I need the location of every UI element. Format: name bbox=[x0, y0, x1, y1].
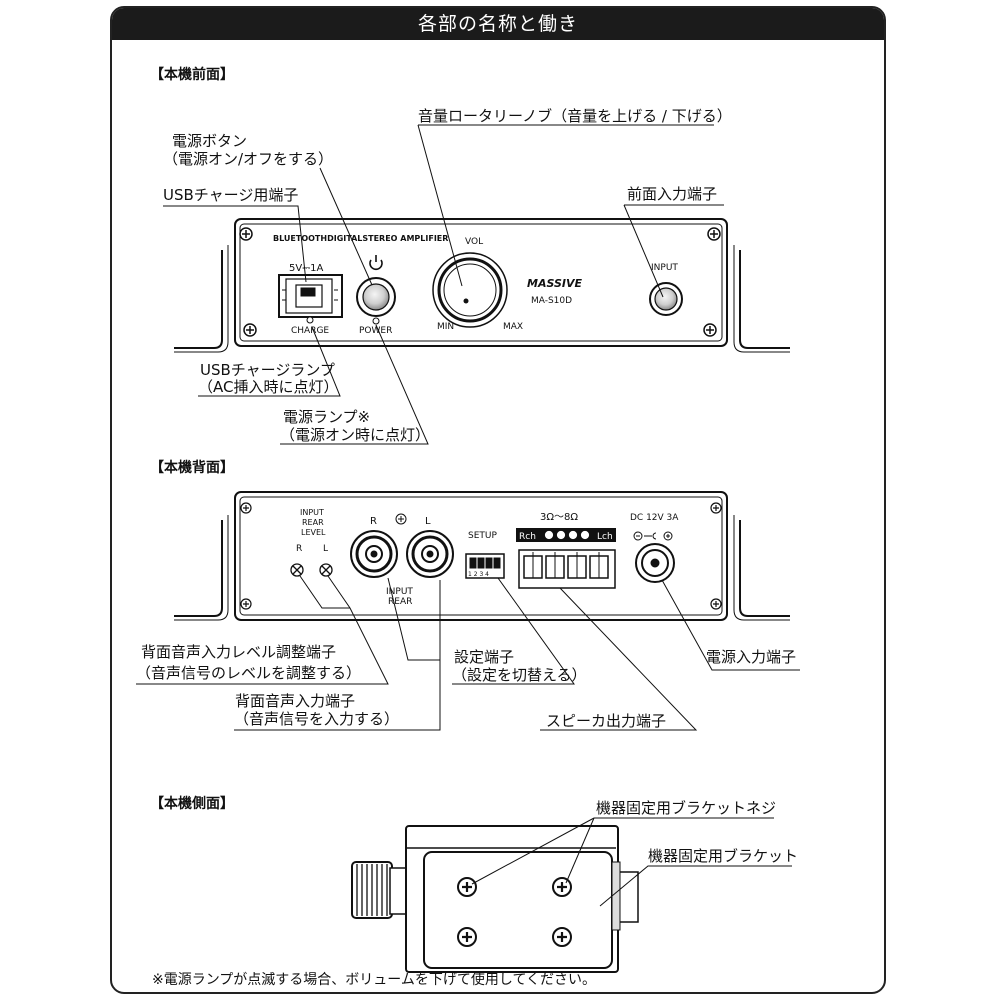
callout-usb-lamp-desc: （AC挿入時に点灯） bbox=[198, 378, 338, 396]
side-view bbox=[351, 825, 639, 973]
back-screws bbox=[240, 502, 722, 610]
speaker-polarity-icons bbox=[544, 530, 590, 540]
input-rear-level-line3: LEVEL bbox=[301, 528, 326, 537]
level-l-label: L bbox=[323, 544, 328, 554]
input-rear-level-line2: REAR bbox=[302, 518, 324, 527]
level-r-label: R bbox=[296, 544, 302, 554]
back-callout-lines bbox=[136, 575, 800, 731]
screw-icon bbox=[243, 323, 257, 337]
section-side-heading: 【本機側面】 bbox=[150, 795, 234, 812]
back-panel-body bbox=[234, 491, 728, 621]
screw-icon bbox=[239, 227, 253, 241]
callout-front-input: 前面入力端子 bbox=[627, 185, 717, 203]
speaker-polarity-strip bbox=[516, 528, 616, 542]
usb-port[interactable] bbox=[278, 274, 343, 318]
vol-min-label: MIN bbox=[437, 322, 454, 332]
section-front-heading: 【本機前面】 bbox=[150, 66, 234, 83]
front-panel bbox=[174, 218, 790, 353]
front-input-jack[interactable] bbox=[649, 282, 683, 316]
model-name: MA-S10D bbox=[531, 296, 572, 306]
front-callout-lines bbox=[163, 124, 724, 445]
back-panel bbox=[174, 491, 790, 621]
charge-label: CHARGE bbox=[291, 326, 329, 336]
front-screws bbox=[239, 227, 721, 337]
screw-icon bbox=[552, 927, 572, 947]
setup-label: SETUP bbox=[468, 531, 497, 541]
rca-l-label: L bbox=[425, 516, 431, 527]
level-trimmer-r[interactable] bbox=[290, 563, 304, 577]
setup-dip-switch[interactable] bbox=[465, 553, 505, 579]
power-lamp bbox=[372, 317, 380, 325]
callout-usb-port: USBチャージ用端子 bbox=[163, 186, 298, 204]
callout-usb-lamp-title: USBチャージランプ bbox=[200, 361, 335, 379]
rch-label: Rch bbox=[519, 532, 536, 542]
callout-power-button-desc: （電源オン/オフをする） bbox=[163, 150, 333, 168]
screw-icon bbox=[710, 598, 722, 610]
callout-rear-input-desc: （音声信号を入力する） bbox=[234, 710, 399, 728]
callout-power-input: 電源入力端子 bbox=[706, 648, 796, 666]
footnote: ※電源ランプが点滅する場合、ボリュームを下げて使用してください。 bbox=[152, 971, 596, 988]
callout-level-adjust-desc: （音声信号のレベルを調整する） bbox=[136, 664, 361, 682]
power-icon bbox=[369, 255, 383, 271]
callout-bracket-screw: 機器固定用ブラケットネジ bbox=[596, 799, 776, 817]
charge-lamp bbox=[306, 316, 314, 324]
callout-setting-title: 設定端子 bbox=[454, 648, 514, 666]
screw-icon bbox=[457, 927, 477, 947]
screw-icon bbox=[703, 323, 717, 337]
screw-icon bbox=[240, 598, 252, 610]
section-back-heading: 【本機背面】 bbox=[150, 459, 234, 476]
usb-rating-label: 5V⎓1A bbox=[289, 263, 324, 274]
screw-icon bbox=[710, 502, 722, 514]
side-bracket bbox=[423, 851, 613, 969]
volume-knob[interactable] bbox=[432, 252, 508, 328]
rca-jack-l[interactable] bbox=[406, 530, 454, 578]
callout-setting-desc: （設定を切替える） bbox=[452, 666, 587, 684]
callout-power-lamp-title: 電源ランプ※ bbox=[283, 408, 370, 426]
page-title: 各部の名称と働き bbox=[112, 8, 884, 40]
input-rear-line1: INPUT bbox=[386, 587, 413, 597]
dc-power-jack[interactable] bbox=[635, 543, 675, 583]
screw-icon bbox=[707, 227, 721, 241]
callout-rear-input-title: 背面音声入力端子 bbox=[235, 692, 355, 710]
callout-speaker-output: スピーカ出力端子 bbox=[546, 712, 666, 730]
screw-icon bbox=[457, 877, 477, 897]
rca-jack-r[interactable] bbox=[350, 530, 398, 578]
callout-bracket: 機器固定用ブラケット bbox=[648, 847, 798, 865]
impedance-label: 3Ω～8Ω bbox=[540, 512, 578, 523]
power-label: POWER bbox=[359, 326, 392, 336]
vol-max-label: MAX bbox=[503, 322, 523, 332]
setup-numbers: 1 2 3 4 bbox=[468, 571, 489, 578]
ground-screw-icon bbox=[395, 513, 407, 525]
dc-polarity-icon bbox=[633, 531, 673, 541]
callout-volume-knob: 音量ロータリーノブ（音量を上げる / 下げる） bbox=[418, 107, 732, 125]
speaker-output-terminal[interactable] bbox=[518, 549, 616, 589]
brand-logo: MASSIVE bbox=[527, 277, 583, 290]
callout-level-adjust-title: 背面音声入力レベル調整端子 bbox=[141, 643, 336, 661]
level-trimmer-l[interactable] bbox=[319, 563, 333, 577]
front-panel-body bbox=[234, 218, 728, 347]
dc-rating-label: DC 12V 3A bbox=[630, 513, 679, 523]
side-callout-lines bbox=[471, 817, 792, 907]
rca-r-label: R bbox=[370, 516, 377, 527]
lch-label: Lch bbox=[597, 532, 613, 542]
screw-icon bbox=[240, 502, 252, 514]
vol-label: VOL bbox=[465, 237, 483, 247]
input-rear-line2: REAR bbox=[388, 597, 412, 607]
input-label: INPUT bbox=[651, 263, 678, 273]
callout-power-button-title: 電源ボタン bbox=[172, 132, 247, 150]
diagram-frame: 各部の名称と働き bbox=[110, 6, 886, 994]
screw-icon bbox=[552, 877, 572, 897]
input-rear-level-line1: INPUT bbox=[300, 508, 324, 517]
power-button[interactable] bbox=[356, 277, 396, 317]
callout-power-lamp-desc: （電源オン時に点灯） bbox=[280, 426, 430, 444]
front-model-text: BLUETOOTHDIGITALSTEREO AMPLIFIER bbox=[273, 234, 448, 243]
